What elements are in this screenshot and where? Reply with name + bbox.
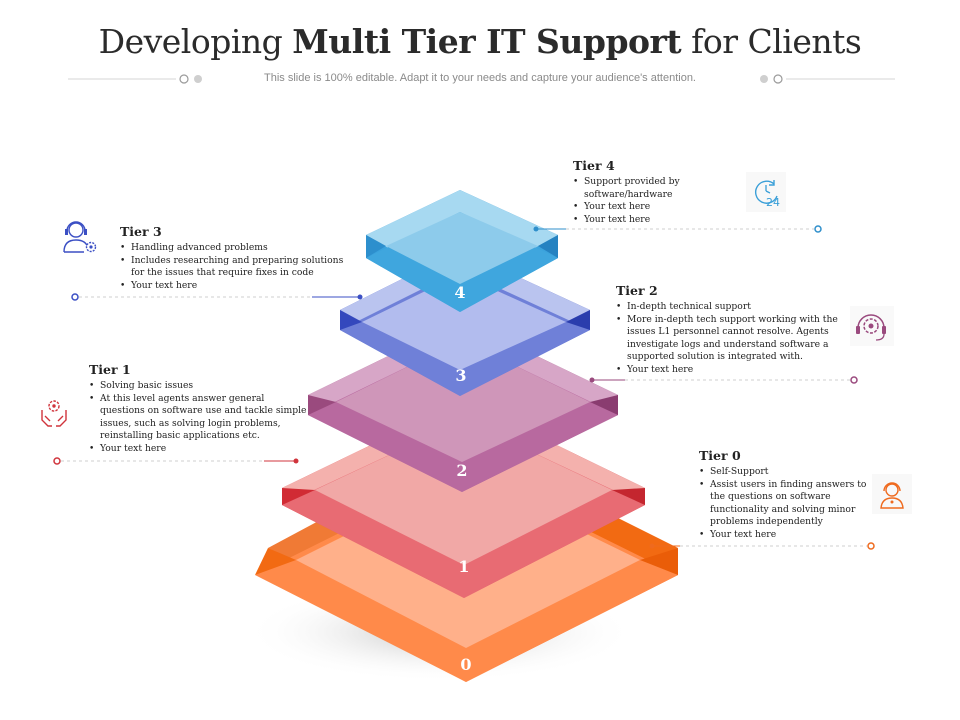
tier-0-heading: Tier 0 — [699, 448, 741, 463]
clock-24-icon: 24 — [746, 172, 786, 212]
hands-gear-icon — [41, 400, 67, 427]
list-item: Your text here — [89, 443, 311, 456]
tier-4-block: Tier 4 Support provided by software/hard… — [573, 158, 713, 226]
tier-0-block: Tier 0 Self-Support Assist users in find… — [699, 448, 871, 542]
page-title: Developing Multi Tier IT Support for Cli… — [0, 22, 960, 61]
list-item: Self-Support — [699, 466, 871, 479]
tier-4-connector — [533, 225, 822, 233]
tier-1-bullets: Solving basic issues At this level agent… — [89, 380, 311, 456]
list-item: In-depth technical support — [616, 301, 856, 314]
tier-1-heading: Tier 1 — [89, 362, 131, 377]
list-item: Assist users in finding answers to the q… — [699, 479, 871, 529]
level-3-label: 3 — [455, 366, 466, 385]
list-item: Solving basic issues — [89, 380, 311, 393]
title-bold: Multi Tier IT Support — [292, 22, 682, 61]
list-item: Your text here — [616, 364, 856, 377]
tier-2-block: Tier 2 In-depth technical support More i… — [616, 283, 856, 377]
tier-0-connector — [649, 542, 875, 550]
tier-4-heading: Tier 4 — [573, 158, 615, 173]
page-subtitle: This slide is 100% editable. Adapt it to… — [264, 72, 696, 84]
tier-4-slab — [366, 190, 558, 312]
list-item: More in-depth tech support working with … — [616, 314, 856, 364]
tier-4-bullets: Support provided by software/hardware Yo… — [573, 176, 713, 226]
list-item: Includes researching and preparing solut… — [120, 255, 352, 280]
tier-3-bullets: Handling advanced problems Includes rese… — [120, 242, 352, 292]
tier-3-heading: Tier 3 — [120, 224, 162, 239]
tier-2-slab — [308, 320, 618, 492]
tier-3-connector — [71, 293, 363, 301]
list-item: At this level agents answer general ques… — [89, 393, 311, 443]
tier-2-heading: Tier 2 — [616, 283, 658, 298]
tier-2-connector — [589, 376, 858, 384]
list-item: Support provided by software/hardware — [573, 176, 713, 201]
header-divider — [68, 74, 895, 84]
list-item: Your text here — [573, 214, 713, 227]
tier-0-bullets: Self-Support Assist users in finding ans… — [699, 466, 871, 542]
tier-3-slab — [340, 250, 590, 396]
tier-1-block: Tier 1 Solving basic issues At this leve… — [89, 362, 311, 456]
list-item: Your text here — [120, 280, 352, 293]
level-4-label: 4 — [454, 283, 465, 302]
tier-2-bullets: In-depth technical support More in-depth… — [616, 301, 856, 377]
title-prefix: Developing — [98, 22, 293, 61]
level-0-label: 0 — [460, 655, 471, 674]
list-item: Your text here — [573, 201, 713, 214]
svg-text:24: 24 — [766, 196, 780, 209]
tier-1-connector — [53, 457, 299, 465]
list-item: Handling advanced problems — [120, 242, 352, 255]
list-item: Your text here — [699, 529, 871, 542]
support-agent-gear-icon — [63, 221, 97, 253]
tier-3-block: Tier 3 Handling advanced problems Includ… — [120, 224, 352, 292]
headset-gear-icon — [850, 306, 894, 346]
self-support-agent-icon — [872, 474, 912, 514]
level-2-label: 2 — [456, 461, 467, 480]
title-suffix: for Clients — [681, 22, 862, 61]
level-1-label: 1 — [458, 557, 469, 576]
